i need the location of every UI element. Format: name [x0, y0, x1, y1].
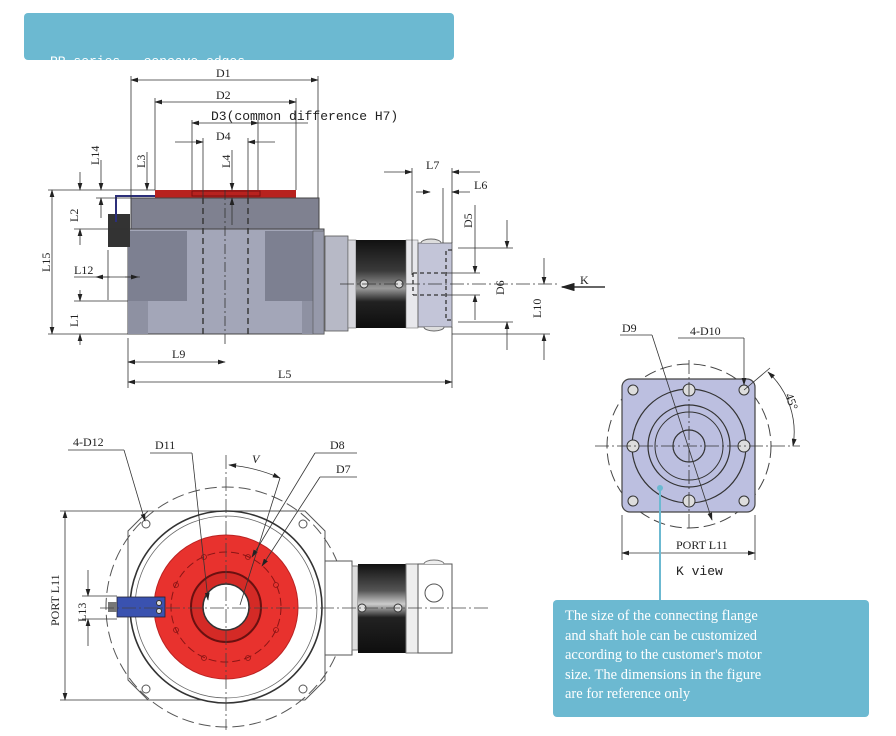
series-description: Red part is turntable (rotatable), other…	[50, 105, 433, 120]
dim-l3: L3	[134, 155, 148, 168]
dim-l6: L6	[474, 178, 487, 192]
dim-d9: D9	[622, 321, 637, 335]
series-info-callout: RR series - concave edges Red part is tu…	[24, 13, 454, 120]
dim-angle-45: 45°	[782, 391, 801, 412]
dim-l7: L7	[426, 158, 439, 172]
dim-l5: L5	[278, 367, 291, 381]
dim-d10: 4-D10	[690, 324, 721, 338]
dim-d5: D5	[461, 213, 475, 228]
coupling-block	[417, 242, 453, 328]
series-title: RR series - concave edges	[50, 54, 246, 69]
dim-d7: D7	[336, 462, 351, 476]
dim-l13: L13	[75, 603, 89, 622]
dim-l1: L1	[67, 314, 81, 327]
dim-d8: D8	[330, 438, 345, 452]
sensor-top	[116, 596, 166, 618]
dim-port-l11-top: PORT L11	[48, 574, 62, 626]
note-line: The size of the connecting flange	[565, 608, 758, 624]
dim-l12: L12	[74, 263, 93, 277]
sensor-side	[108, 214, 130, 247]
top-view: 4-D12 D11 V D8 D7 PORT L11 L13	[48, 435, 490, 730]
dim-d1: D1	[216, 66, 231, 80]
turntable-side	[155, 190, 296, 198]
k-view-flange	[621, 378, 756, 513]
dim-d3: D3(common difference H7)	[211, 109, 398, 124]
dim-d11: D11	[155, 438, 175, 452]
dim-l9: L9	[172, 347, 185, 361]
adapter-flange	[324, 235, 349, 332]
dim-l2: L2	[67, 209, 81, 222]
customization-note-callout: The size of the connecting flange and sh…	[553, 600, 869, 717]
dim-l15: L15	[39, 253, 53, 272]
note-line: are for reference only	[565, 686, 691, 702]
dim-l4: L4	[219, 155, 233, 168]
view-k-marker: K	[580, 273, 589, 287]
note-line: size. The dimensions in the figure	[565, 666, 762, 683]
side-view: D1 D2 D3(common difference H7) D4 L14 L3…	[39, 66, 605, 388]
dim-d12: 4-D12	[73, 435, 104, 449]
dim-angle-v: V	[252, 452, 261, 466]
note-line: according to the customer's motor	[565, 647, 762, 663]
k-view-title: K view	[676, 564, 723, 579]
note-line: and shaft hole can be customized	[565, 627, 758, 644]
dim-port-l11-k: PORT L11	[676, 538, 728, 552]
k-view: D9 4-D10 45° PORT L11 K view	[595, 321, 801, 600]
dim-l10: L10	[530, 299, 544, 318]
dim-d6: D6	[493, 280, 507, 295]
dim-d4: D4	[216, 129, 231, 143]
dim-d2: D2	[216, 88, 231, 102]
dim-l14: L14	[88, 146, 102, 165]
